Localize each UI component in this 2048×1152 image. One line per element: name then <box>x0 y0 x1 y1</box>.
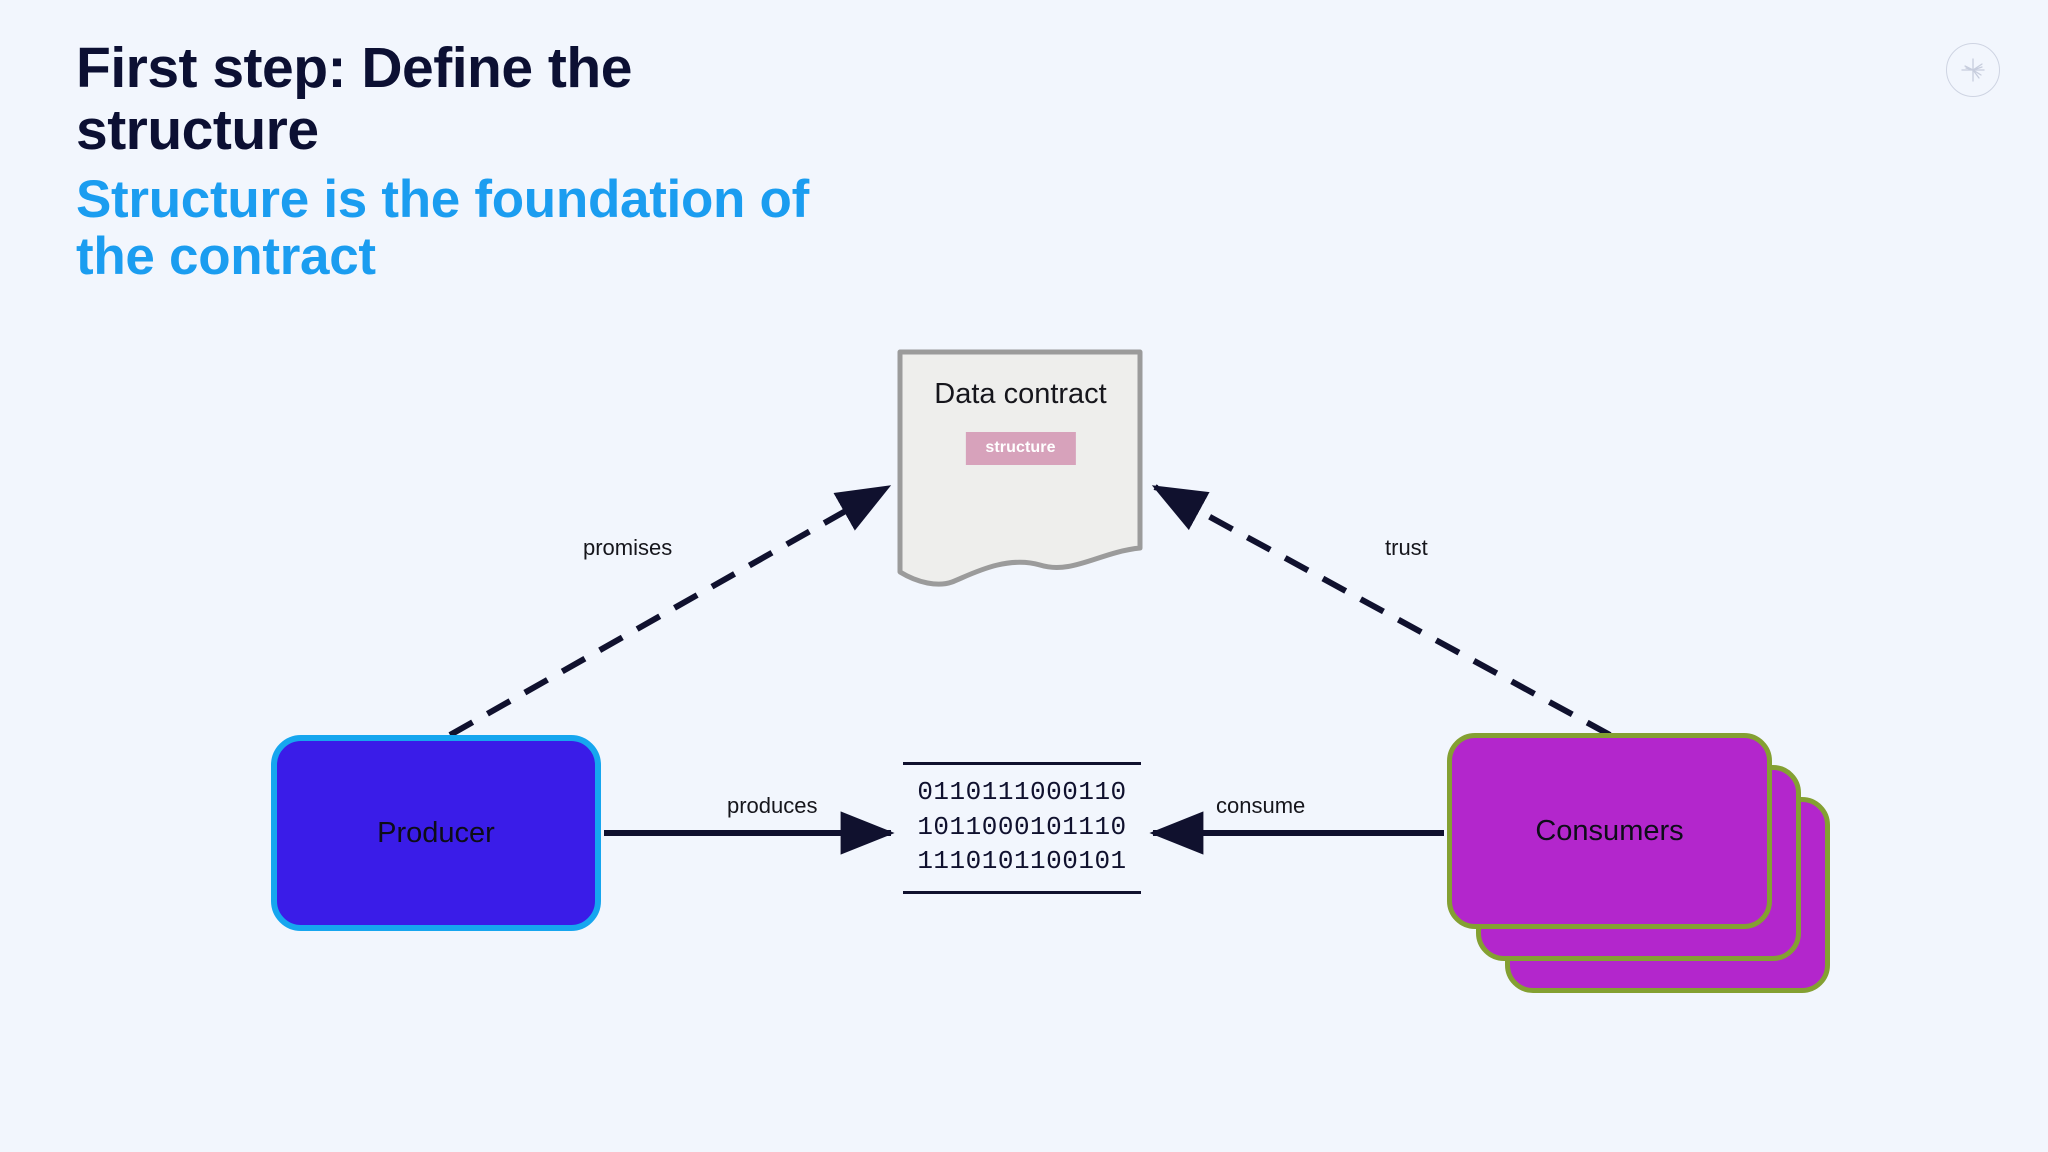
edge-label-promises: promises <box>583 535 673 560</box>
page-subtitle: Structure is the foundation of the contr… <box>76 170 809 287</box>
binary-line-2: 1011000101110 <box>917 811 1127 842</box>
node-consumers[interactable]: Consumers <box>1447 733 1837 993</box>
page-title: First step: Define the structure <box>76 36 632 162</box>
node-producer[interactable]: Producer <box>271 735 601 931</box>
binary-line-3: 1110101100101 <box>917 846 1127 877</box>
edge-label-produces: produces <box>727 793 818 818</box>
consumer-card-front <box>1447 733 1772 929</box>
edge-label-trust: trust <box>1385 535 1428 560</box>
edge-label-consume: consume <box>1216 793 1306 818</box>
asterisk-burst-icon[interactable] <box>1946 43 2000 97</box>
edge-trust-line <box>1151 484 1612 738</box>
structure-badge: structure <box>965 432 1076 465</box>
data-contract-label: Data contract <box>934 378 1107 410</box>
heading-block: First step: Define the structure Structu… <box>76 36 856 287</box>
edge-promises-line <box>448 484 892 738</box>
binary-line-1: 0110111000110 <box>917 777 1127 807</box>
node-data-stream: 0110111000110 1011000101110 111010110010… <box>903 762 1141 894</box>
consumers-label: Consumers <box>1535 814 1684 847</box>
node-data-contract[interactable]: Data contract structure <box>898 350 1143 582</box>
producer-label: Producer <box>377 816 495 849</box>
